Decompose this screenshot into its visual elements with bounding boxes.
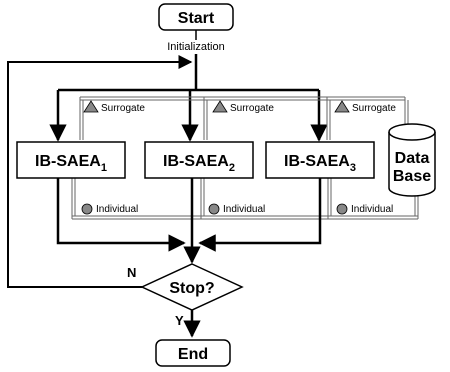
circle-icon [208, 203, 220, 215]
svg-text:Individual: Individual [351, 204, 393, 215]
surrogate-label-3: Surrogate [334, 100, 396, 114]
triangle-icon [212, 100, 228, 113]
svg-text:Surrogate: Surrogate [352, 103, 396, 114]
svg-text:Surrogate: Surrogate [230, 103, 274, 114]
svg-text:IB-SAEA2: IB-SAEA2 [163, 153, 235, 174]
algorithm-box-1: IB-SAEA1 [16, 141, 126, 179]
decision-label: Stop? [169, 280, 214, 297]
individual-label-1: Individual [81, 203, 138, 215]
circle-icon [81, 203, 93, 215]
individual-channel [71, 178, 419, 220]
start-node: Start [158, 3, 234, 31]
triangle-icon [334, 100, 350, 113]
start-label: Start [178, 10, 215, 27]
database-cylinder: Data Base [388, 123, 436, 197]
svg-text:Individual: Individual [223, 204, 265, 215]
database-label-line2: Base [393, 168, 431, 185]
individual-label-3: Individual [336, 203, 393, 215]
decision-node: Stop? [140, 263, 244, 311]
algorithm-subscript: 2 [229, 162, 235, 174]
svg-text:IB-SAEA3: IB-SAEA3 [284, 153, 356, 174]
surrogate-label-2: Surrogate [212, 100, 274, 114]
algorithm-box-2: IB-SAEA2 [144, 141, 254, 179]
algorithm-name: IB-SAEA [35, 153, 101, 170]
algorithm-name: IB-SAEA [163, 153, 229, 170]
svg-text:IB-SAEA1: IB-SAEA1 [35, 153, 107, 174]
triangle-icon [83, 100, 99, 113]
surrogate-label-1: Surrogate [83, 100, 145, 114]
end-label: End [178, 346, 208, 363]
algorithm-subscript: 1 [101, 162, 107, 174]
svg-text:Surrogate: Surrogate [101, 103, 145, 114]
algorithm-name: IB-SAEA [284, 153, 350, 170]
yes-label: Y [175, 313, 184, 328]
database-label-line1: Data [395, 150, 430, 167]
initialization-label: Initialization [167, 41, 224, 53]
end-node: End [155, 339, 231, 367]
individual-label-2: Individual [208, 203, 265, 215]
svg-text:Individual: Individual [96, 204, 138, 215]
algorithm-subscript: 3 [350, 162, 356, 174]
no-label: N [127, 265, 136, 280]
surrogate-channel [79, 96, 409, 140]
circle-icon [336, 203, 348, 215]
algorithm-box-3: IB-SAEA3 [265, 141, 375, 179]
